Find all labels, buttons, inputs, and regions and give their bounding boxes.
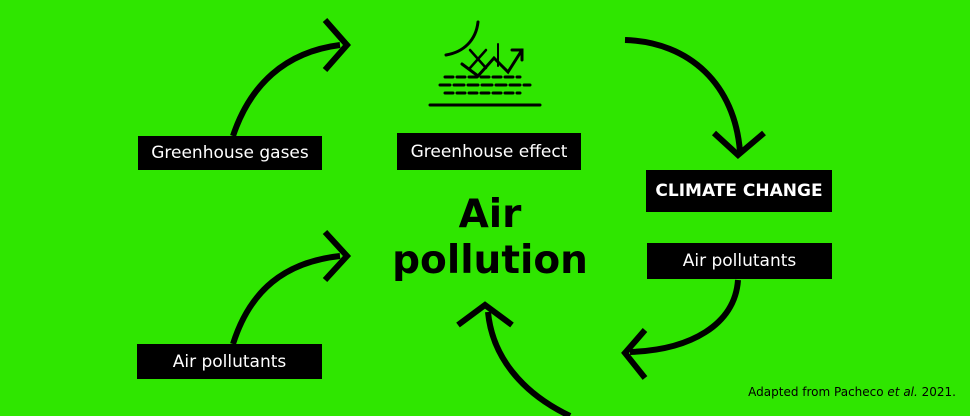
air-pollutants-right-label: Air pollutants xyxy=(682,251,797,271)
climate-change-label: CLIMATE CHANGE xyxy=(655,181,823,201)
credit-suffix: 2021. xyxy=(917,385,956,399)
arrowhead-effect-to-climate xyxy=(711,130,766,159)
source-credit: Adapted from Pacheco et al. 2021. xyxy=(748,385,956,399)
arrowhead-left-pollutants xyxy=(322,229,352,283)
air-pollution-title-line2: pollution xyxy=(392,238,588,283)
greenhouse-gases-box: Greenhouse gases xyxy=(138,136,322,170)
arrowhead-gases-to-effect xyxy=(322,18,351,72)
climate-change-box: CLIMATE CHANGE xyxy=(646,170,832,212)
air-pollution-title: Air pollution xyxy=(380,192,600,284)
air-pollutants-left-box: Air pollutants xyxy=(137,344,322,379)
arrow-gases-to-effect xyxy=(230,42,341,137)
air-pollution-title-line1: Air xyxy=(458,192,522,237)
greenhouse-effect-box: Greenhouse effect xyxy=(397,133,581,170)
greenhouse-effect-icon xyxy=(428,20,542,107)
arrow-left-pollutants-up xyxy=(230,253,341,345)
arrow-effect-to-climate xyxy=(624,37,743,153)
credit-prefix: Adapted from Pacheco xyxy=(748,385,888,399)
arrow-right-pollutants-down xyxy=(629,279,741,355)
greenhouse-effect-label: Greenhouse effect xyxy=(410,141,568,162)
greenhouse-gases-label: Greenhouse gases xyxy=(151,143,309,163)
arrow-bottom-loop xyxy=(485,311,572,416)
air-pollutants-right-box: Air pollutants xyxy=(647,243,832,279)
arrowhead-right-pollutants xyxy=(621,328,648,380)
credit-italic: et al. xyxy=(887,385,918,399)
arrowhead-bottom-loop xyxy=(456,301,514,328)
air-pollutants-left-label: Air pollutants xyxy=(172,351,287,372)
